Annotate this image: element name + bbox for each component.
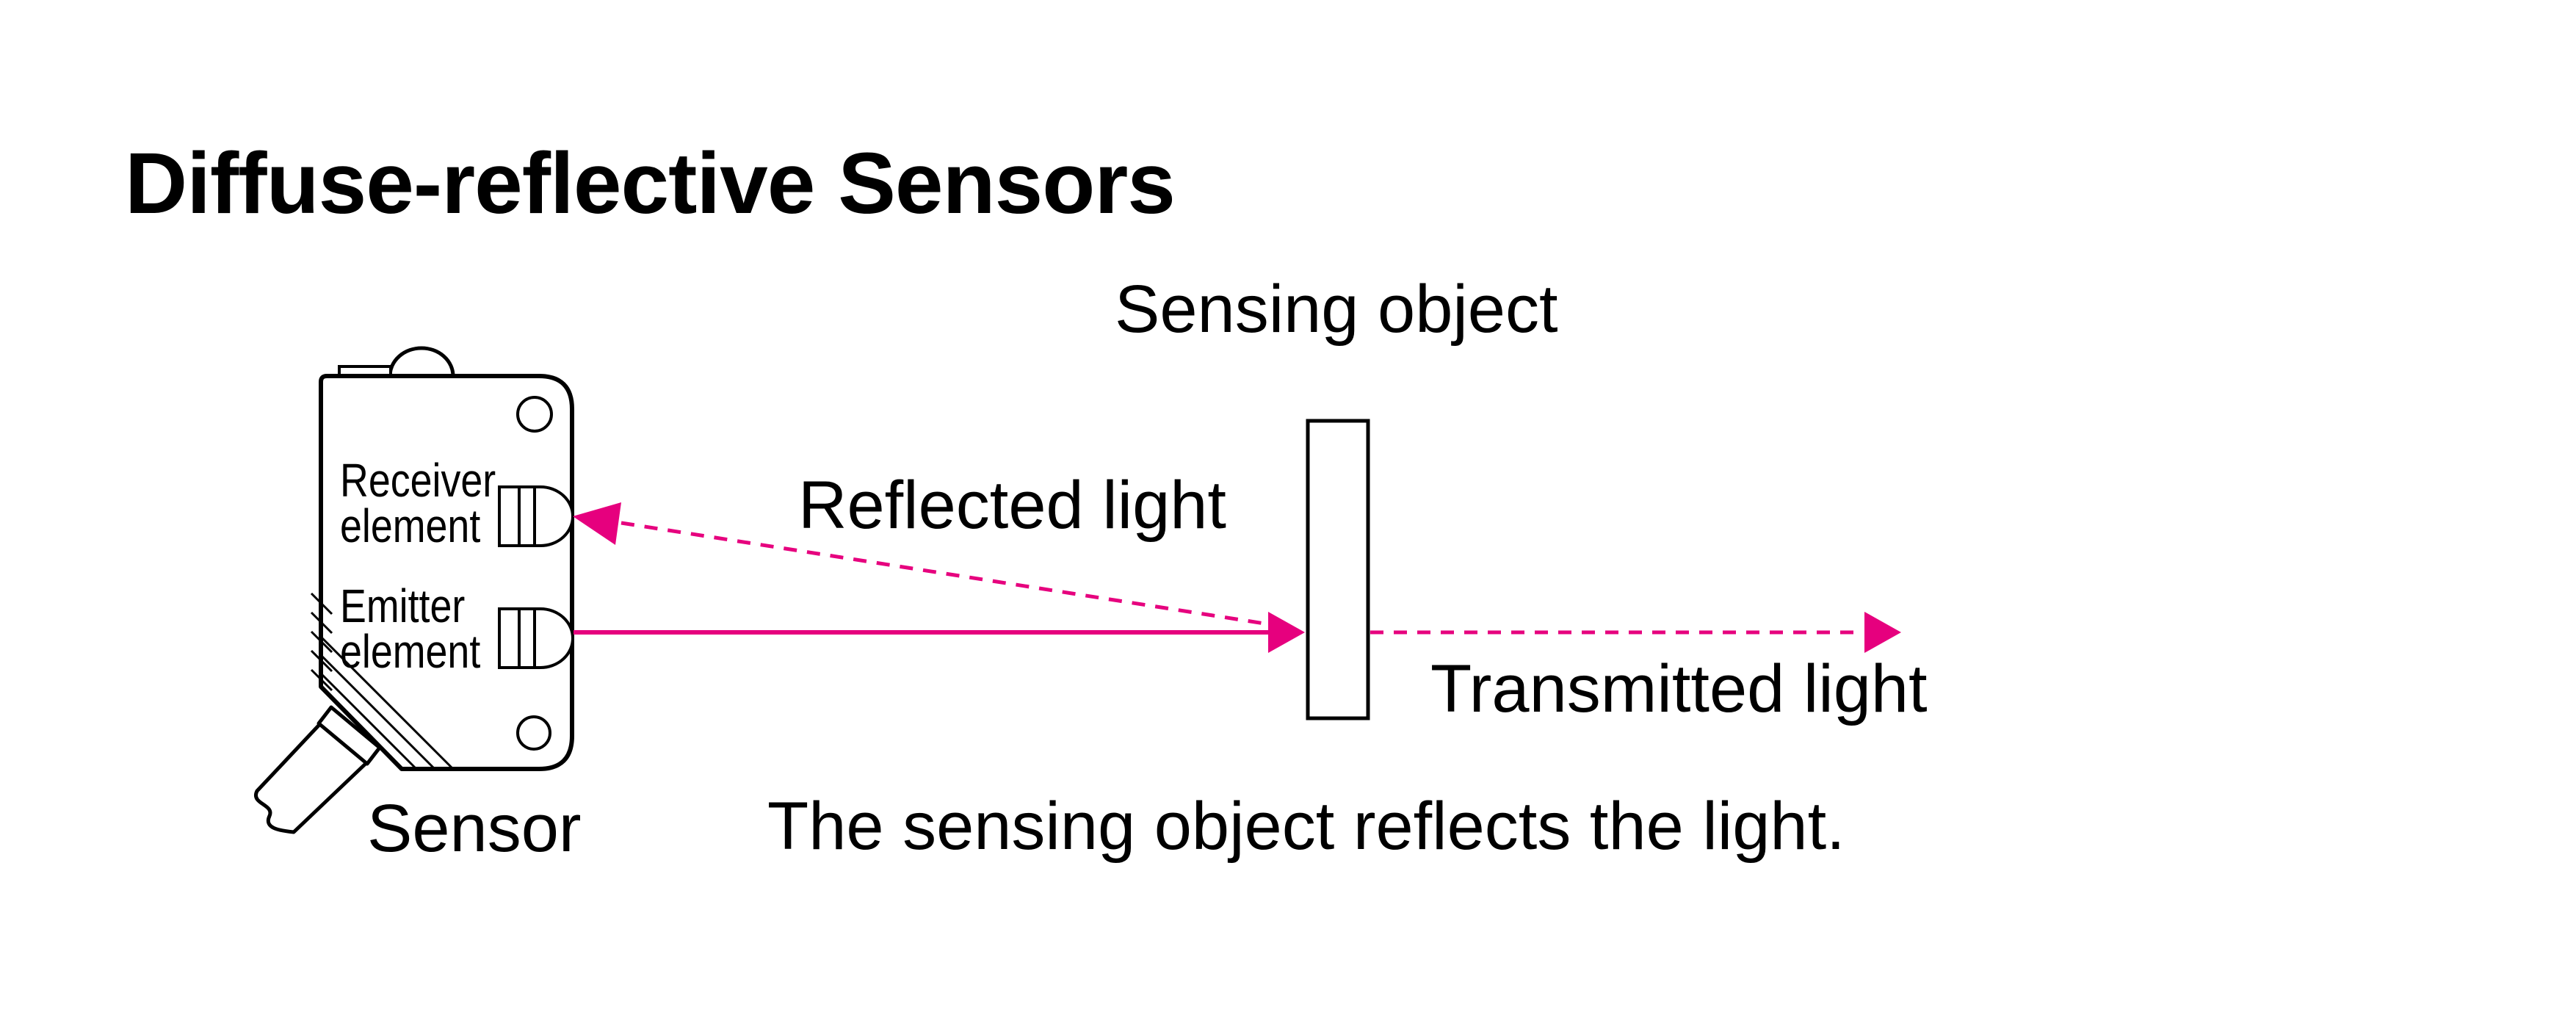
emitted-beam-arrowhead (1268, 612, 1305, 653)
page-title: Diffuse-reflective Sensors (125, 135, 1176, 232)
transmitted-light-label: Transmitted light (1430, 651, 1928, 726)
emitter-element-label-line2: element (340, 625, 481, 678)
sensing-object-shape (1306, 419, 1370, 720)
emitter-element-label-line1: Emitter (340, 579, 466, 632)
chamfer-hatch-lines (319, 635, 455, 770)
emitter-led-icon (498, 607, 574, 669)
edge-hatch-ticks (310, 592, 333, 692)
receiver-element-label-line2: element (340, 499, 481, 552)
sensor-cable (253, 715, 372, 834)
reflected-beam-line (621, 521, 1279, 628)
emitter-element-label: Emitter element (340, 579, 507, 678)
receiver-led-icon (498, 485, 574, 547)
sensor-label: Sensor (367, 791, 582, 866)
receiver-element-label: Receiver element (340, 454, 526, 552)
mounting-hole-bottom (516, 715, 551, 751)
reflected-beam-arrowhead (573, 502, 621, 545)
reflected-light-label: Reflected light (798, 468, 1226, 543)
mounting-hole-top (516, 396, 553, 433)
receiver-element-label-line1: Receiver (340, 454, 496, 507)
caption-text: The sensing object reflects the light. (767, 789, 1845, 864)
cable-connector (316, 705, 382, 766)
sensing-object-label: Sensing object (1115, 272, 1558, 347)
sensor-body-shape (319, 374, 574, 771)
sensor-head-dome (388, 346, 455, 377)
transmitted-beam-arrowhead (1864, 612, 1901, 653)
